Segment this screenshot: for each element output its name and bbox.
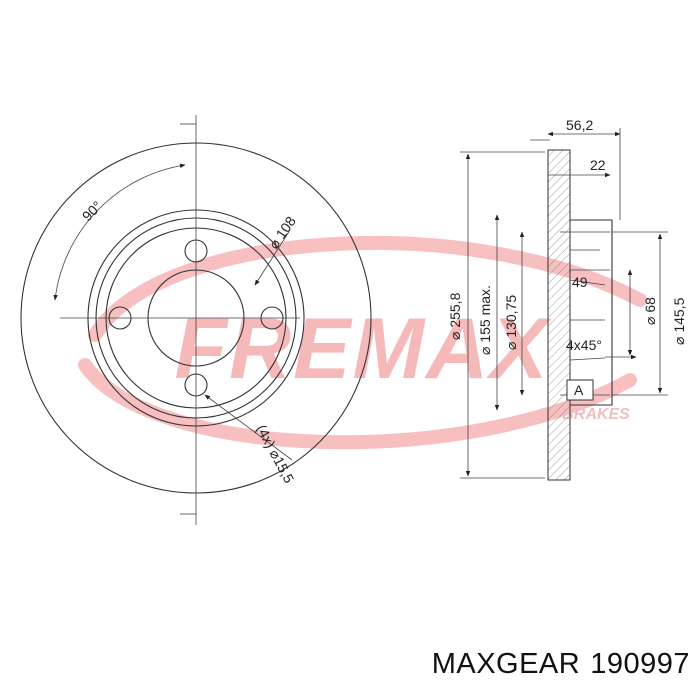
center-hole-label: ⌀ 68 [642,297,658,325]
holes-label: (4x) ⌀15,5 [253,422,297,486]
angle-label: 90° [79,198,105,224]
thickness-label: 56,2 [566,117,593,133]
part-number: 190997 [590,648,690,680]
chamfer-label: 4x45° [566,337,602,353]
product-caption: MAXGEAR 190997 [422,648,690,681]
height-49-label: 49 [572,274,588,290]
hub-profile [570,219,613,406]
disc-section [547,149,571,481]
inner-dia-label: ⌀ 155 max. [477,285,493,355]
hub-dia-label: ⌀ 130,75 [503,295,519,350]
brand-name: MAXGEAR [431,648,581,680]
watermark-logo-text: FREMAX [174,301,552,397]
watermark-sub-text: BRAKES [562,406,630,423]
angle-arc [53,163,186,301]
disc-width-label: 22 [590,157,606,173]
outer-dia-label: ⌀ 255,8 [447,292,463,340]
datum-box [566,379,594,401]
hub-outer-label: ⌀ 145,5 [671,297,687,345]
side-view: A 56,2 22 ⌀ 255,8 ⌀ 155 max. ⌀ 130,75 49… [447,117,687,481]
datum-label: A [574,382,584,398]
